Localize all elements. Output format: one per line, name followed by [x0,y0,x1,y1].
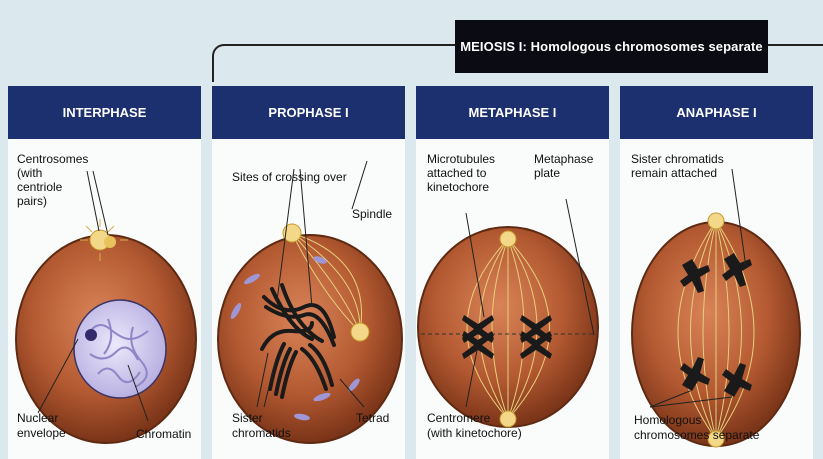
label-pairs: pairs) [17,194,47,208]
label-homologous: Homologous [634,413,701,427]
panel-metaphase-i: METAPHASE I [416,86,609,459]
label-tetrad: Tetrad [356,411,389,425]
label-centrosomes-with: (with [17,166,42,180]
label-metaphase: Metaphase [534,152,593,166]
panel-title-prophase-i: PROPHASE I [212,86,405,139]
label-remain-attached: remain attached [631,166,717,180]
panel-title-anaphase-i: ANAPHASE I [620,86,813,139]
panel-interphase: INTERPHASE [8,86,201,459]
label-centriole: centriole [17,180,62,194]
label-plate: plate [534,166,560,180]
meiosis-banner: MEIOSIS I: Homologous chromosomes separa… [455,20,768,73]
label-microtubules: Microtubules [427,152,495,166]
label-spindle: Spindle [352,207,392,221]
label-chromatin: Chromatin [136,427,191,441]
label-centrosomes: Centrosomes [17,152,88,166]
interphase-nucleus [74,300,166,398]
label-attached-to: attached to [427,166,486,180]
panel-title-interphase: INTERPHASE [8,86,201,139]
label-chromatids: chromatids [232,426,291,440]
panel-prophase-i: PROPHASE I [212,86,405,459]
label-sites-of-crossing-over: Sites of crossing over [232,170,347,184]
label-sister: Sister [232,411,263,425]
panel-anaphase-i: ANAPHASE I [620,86,813,459]
label-envelope: envelope [17,426,66,440]
label-chromosomes-separate: chromosomes separate [634,428,759,442]
label-sister-chromatids: Sister chromatids [631,152,724,166]
panel-title-metaphase-i: METAPHASE I [416,86,609,139]
label-kinetochore: kinetochore [427,180,489,194]
label-centromere: Centromere [427,411,490,425]
label-with-kinetochore: (with kinetochore) [427,426,522,440]
anaphase-illustration [620,139,813,459]
label-nuclear: Nuclear [17,411,58,425]
